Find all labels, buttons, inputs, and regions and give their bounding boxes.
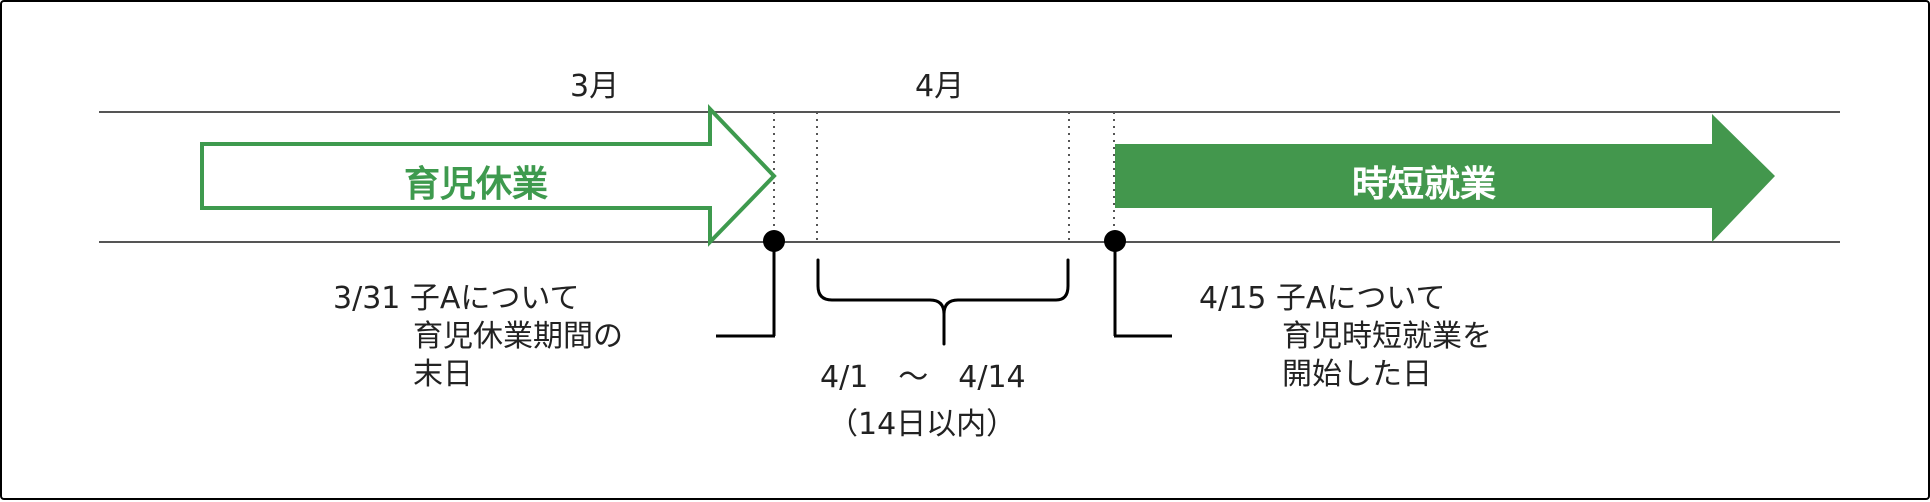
period-note: （14日以内） <box>828 407 1017 442</box>
short-time-work-label: 時短就業 <box>1352 164 1497 205</box>
month-label-april: 4月 <box>915 69 965 104</box>
period-range: 4/1 ～ 4/14 <box>820 360 1026 395</box>
childcare-leave-label: 育児休業 <box>404 164 549 205</box>
childcare-leave-arrow <box>200 104 777 247</box>
month-label-march: 3月 <box>570 69 620 104</box>
left-event-line1: 3/31 子Aについて <box>333 281 580 316</box>
right-event-line1: 4/15 子Aについて <box>1199 281 1446 316</box>
right-event-line3: 開始した日 <box>1282 357 1432 392</box>
short-time-work-arrow <box>1115 114 1775 242</box>
left-event-marker <box>763 230 785 252</box>
period-brace <box>816 258 1070 346</box>
left-event-line2: 育児休業期間の <box>413 319 623 354</box>
left-event-line3: 末日 <box>413 357 473 392</box>
right-event-line2: 育児時短就業を <box>1282 319 1492 354</box>
right-event-marker <box>1104 230 1126 252</box>
